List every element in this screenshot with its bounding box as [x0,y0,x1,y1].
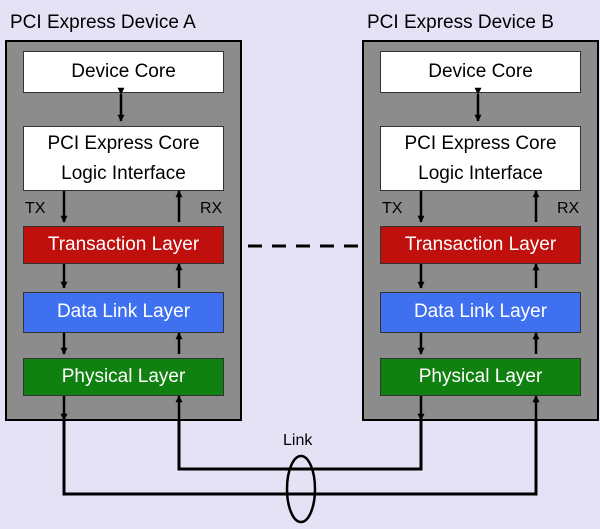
device-a-data-link-label: Data Link Layer [56,301,191,323]
device-a-transaction-layer: Transaction Layer [23,226,224,264]
link-ellipse [285,454,317,524]
device-a-pci-line2: Logic Interface [61,162,186,184]
device-a-data-link-layer: Data Link Layer [23,292,224,333]
device-a-core-label: Device Core [71,60,176,82]
device-b-pci-core-interface: PCI Express Core Logic Interface [380,126,581,191]
link-label: Link [283,432,313,449]
device-a-title: PCI Express Device A [10,12,196,33]
device-b-data-link-layer: Data Link Layer [380,292,581,333]
device-b-core: Device Core [380,51,581,93]
device-b-title: PCI Express Device B [367,12,554,33]
device-a-rx-label: RX [200,200,223,217]
device-a-physical-layer: Physical Layer [23,358,224,396]
device-b-rx-label: RX [557,200,580,217]
device-b-physical-label: Physical Layer [418,365,543,387]
device-b-transaction-layer: Transaction Layer [380,226,581,264]
device-b-transaction-label: Transaction Layer [404,233,557,255]
device-a-transaction-label: Transaction Layer [47,233,200,255]
device-a-physical-label: Physical Layer [61,365,186,387]
device-a-tx-label: TX [25,200,46,217]
device-b-physical-layer: Physical Layer [380,358,581,396]
device-b-pci-line2: Logic Interface [418,162,543,184]
link-wire-a-tx-to-b-rx [62,420,538,496]
device-b-data-link-label: Data Link Layer [413,301,548,323]
device-b-pci-line1: PCI Express Core [404,133,557,155]
link-wire-b-tx-to-a-rx [177,420,423,471]
device-b-tx-label: TX [382,200,403,217]
device-a-pci-line1: PCI Express Core [47,133,200,155]
device-a: Device Core PCI Express Core Logic Inter… [5,40,242,421]
device-b: Device Core PCI Express Core Logic Inter… [362,40,599,421]
device-a-pci-core-interface: PCI Express Core Logic Interface [23,126,224,191]
device-b-core-label: Device Core [428,60,533,82]
